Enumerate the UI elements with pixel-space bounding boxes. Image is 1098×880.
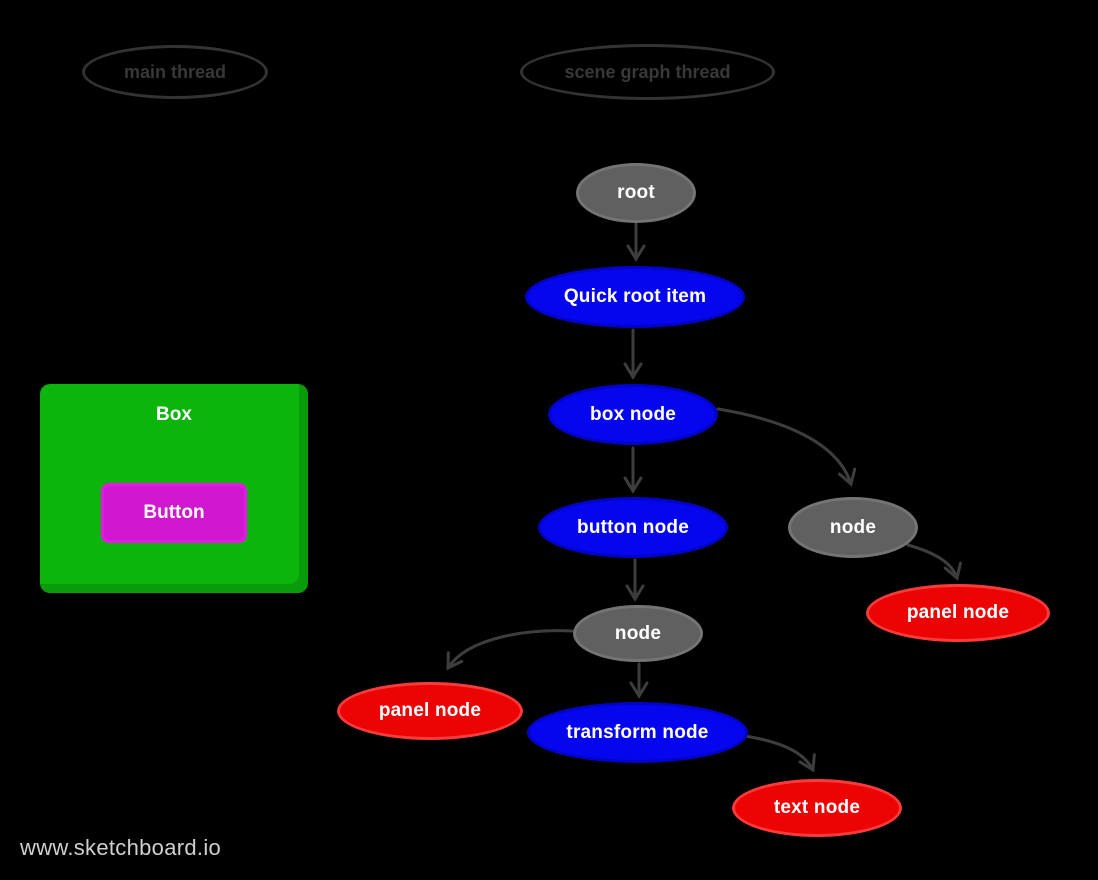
node-node-center-label: node <box>614 622 662 644</box>
node-box-node: box node <box>548 384 718 445</box>
ui-button-shape: Button <box>101 483 247 543</box>
ui-box-shape: Box Button <box>40 384 308 593</box>
edge-node-right-to-panel-node-right <box>906 543 962 581</box>
node-root-label: root <box>617 182 655 203</box>
node-root: root <box>576 163 696 223</box>
node-quick-root-item-label: Quick root item <box>563 286 707 307</box>
node-transform-node: transform node <box>527 702 748 763</box>
sketchboard-watermark: www.sketchboard.io <box>20 835 222 860</box>
edge-node-center-to-panel-node-left <box>446 629 574 671</box>
lane-scene-graph-thread-label: scene graph thread <box>564 61 731 82</box>
node-transform-node-label: transform node <box>566 721 709 743</box>
node-panel-node-right: panel node <box>866 584 1050 642</box>
lane-scene-graph-thread: scene graph thread <box>520 44 775 100</box>
node-button-node-label: button node <box>577 516 689 538</box>
edge-transform-node-to-text-node <box>743 734 816 773</box>
lane-main-thread-label: main thread <box>123 61 227 82</box>
edge-box-node-to-node-right <box>716 407 857 487</box>
node-panel-node-left-label: panel node <box>378 700 482 721</box>
node-text-node: text node <box>732 779 902 837</box>
lane-main-thread: main thread <box>82 45 268 99</box>
node-node-center: node <box>573 605 703 662</box>
ui-button-label: Button <box>143 502 205 523</box>
node-box-node-label: box node <box>589 403 677 425</box>
node-panel-node-right-label: panel node <box>906 602 1010 623</box>
node-text-node-label: text node <box>773 797 861 818</box>
node-quick-root-item: Quick root item <box>525 266 745 328</box>
node-button-node: button node <box>538 497 728 558</box>
node-node-right: node <box>788 497 918 558</box>
node-node-right-label: node <box>829 516 877 538</box>
ui-box-label: Box <box>156 404 192 425</box>
node-panel-node-left: panel node <box>337 682 523 740</box>
